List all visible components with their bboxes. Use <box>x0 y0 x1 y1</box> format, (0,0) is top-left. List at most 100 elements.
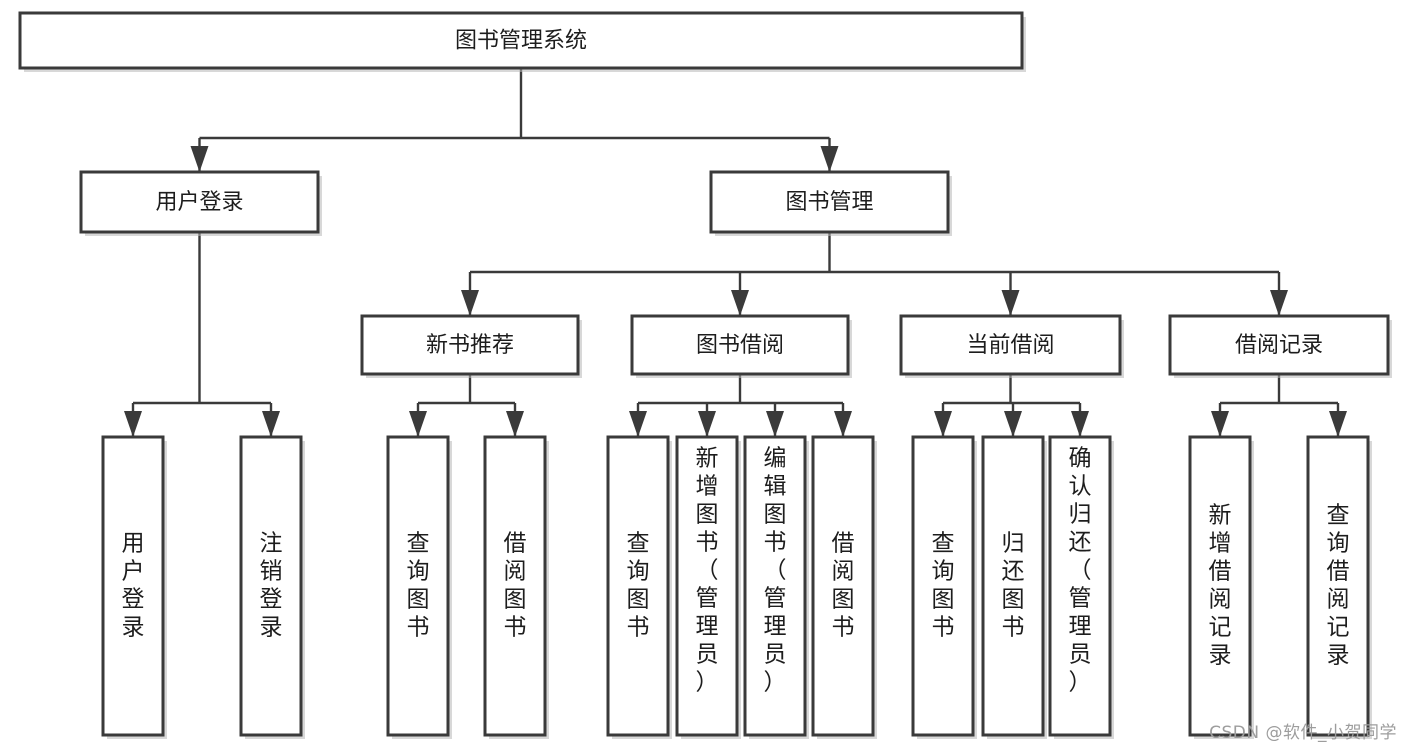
arrow-head-icon <box>834 411 852 437</box>
node-label-char: 图 <box>764 502 787 528</box>
node-box[interactable] <box>709 170 950 234</box>
node-label-char: 阅 <box>1209 587 1232 613</box>
node-box[interactable] <box>630 314 850 376</box>
node-当前借阅[interactable]: 当前借阅 <box>899 314 1124 378</box>
arrow-head-icon <box>766 411 784 437</box>
node-label-char: 编 <box>764 446 787 472</box>
node-label-char: 书 <box>627 615 650 641</box>
node-label-char: 阅 <box>504 559 527 585</box>
node-图书管理系统[interactable]: 图书管理系统 <box>18 11 1026 72</box>
node-box[interactable] <box>911 435 975 737</box>
connector-group-用户登录 <box>124 232 280 437</box>
node-label-char: 登 <box>260 587 283 613</box>
node-label-char: （ <box>764 558 787 584</box>
node-label: 图书借阅 <box>696 333 784 358</box>
node-label-char: 归 <box>1002 531 1025 557</box>
node-label-char: 借 <box>1209 559 1232 585</box>
node-label-char: 员 <box>764 642 787 668</box>
connector-group-图书借阅 <box>629 374 852 437</box>
node-label-char: 询 <box>932 559 955 585</box>
node-用户登录[interactable]: 用户登录 <box>101 435 167 739</box>
node-图书管理[interactable]: 图书管理 <box>709 170 952 236</box>
node-box[interactable] <box>1306 435 1370 737</box>
node-用户登录[interactable]: 用户登录 <box>79 170 322 236</box>
node-label: 当前借阅 <box>966 333 1054 358</box>
node-box[interactable] <box>743 435 807 737</box>
node-label-char: 录 <box>260 615 283 641</box>
node-box[interactable] <box>899 314 1122 376</box>
arrow-head-icon <box>461 290 479 316</box>
node-label-char: ） <box>764 670 787 696</box>
arrow-head-icon <box>731 290 749 316</box>
node-label: 图书管理 <box>785 190 873 215</box>
node-label-char: 书 <box>407 615 430 641</box>
node-label-char: 辑 <box>764 474 787 500</box>
node-label-char: 理 <box>764 614 787 640</box>
node-label-char: 图 <box>627 587 650 613</box>
node-label-char: 书 <box>504 615 527 641</box>
node-label: 用户登录 <box>155 190 243 215</box>
node-box[interactable] <box>360 314 580 376</box>
node-label-char: 询 <box>1327 531 1350 557</box>
node-box[interactable] <box>79 170 320 234</box>
node-label: 新书推荐 <box>426 333 514 358</box>
node-label-char: 图 <box>407 587 430 613</box>
node-box[interactable] <box>981 435 1045 737</box>
node-label-char: 询 <box>627 559 650 585</box>
node-box[interactable] <box>483 435 547 737</box>
node-label-char: 增 <box>1209 531 1232 557</box>
node-label-char: 录 <box>122 615 145 641</box>
node-box[interactable] <box>1168 314 1390 376</box>
node-box[interactable] <box>1048 435 1112 737</box>
node-label-char: ） <box>1069 670 1092 696</box>
node-box[interactable] <box>1188 435 1252 737</box>
node-label-char: （ <box>1069 558 1092 584</box>
node-label-char: 管 <box>696 586 719 612</box>
node-label-char: 借 <box>1327 559 1350 585</box>
node-图书借阅[interactable]: 图书借阅 <box>630 314 852 378</box>
arrow-head-icon <box>934 411 952 437</box>
arrow-head-icon <box>820 146 839 172</box>
node-label-char: 查 <box>1327 503 1350 529</box>
node-借阅记录[interactable]: 借阅记录 <box>1168 314 1392 378</box>
connector-group-新书推荐 <box>409 374 524 437</box>
node-label-char: 录 <box>1209 643 1232 669</box>
node-label-char: 图 <box>504 587 527 613</box>
node-box[interactable] <box>811 435 875 737</box>
node-box[interactable] <box>675 435 739 737</box>
node-label-char: 户 <box>122 559 145 585</box>
node-box[interactable] <box>606 435 670 737</box>
node-label-char: 借 <box>504 531 527 557</box>
node-label-char: 理 <box>1069 614 1092 640</box>
node-label: 借阅记录 <box>1235 333 1323 358</box>
node-label-char: 借 <box>832 531 855 557</box>
node-box[interactable] <box>101 435 165 737</box>
node-box[interactable] <box>386 435 450 737</box>
arrow-head-icon <box>1270 290 1288 316</box>
arrow-head-icon <box>1329 411 1347 437</box>
arrow-head-icon <box>262 411 280 437</box>
node-label-char: 管 <box>1069 586 1092 612</box>
node-label-char: ） <box>696 670 719 696</box>
node-box[interactable] <box>239 435 303 737</box>
node-label-char: 增 <box>696 474 719 500</box>
node-label-char: 还 <box>1069 530 1092 556</box>
node-新书推荐[interactable]: 新书推荐 <box>360 314 582 378</box>
node-label-char: 认 <box>1069 474 1092 500</box>
node-label-char: 记 <box>1327 615 1350 641</box>
node-label-char: 归 <box>1069 502 1092 528</box>
node-box[interactable] <box>18 11 1024 70</box>
